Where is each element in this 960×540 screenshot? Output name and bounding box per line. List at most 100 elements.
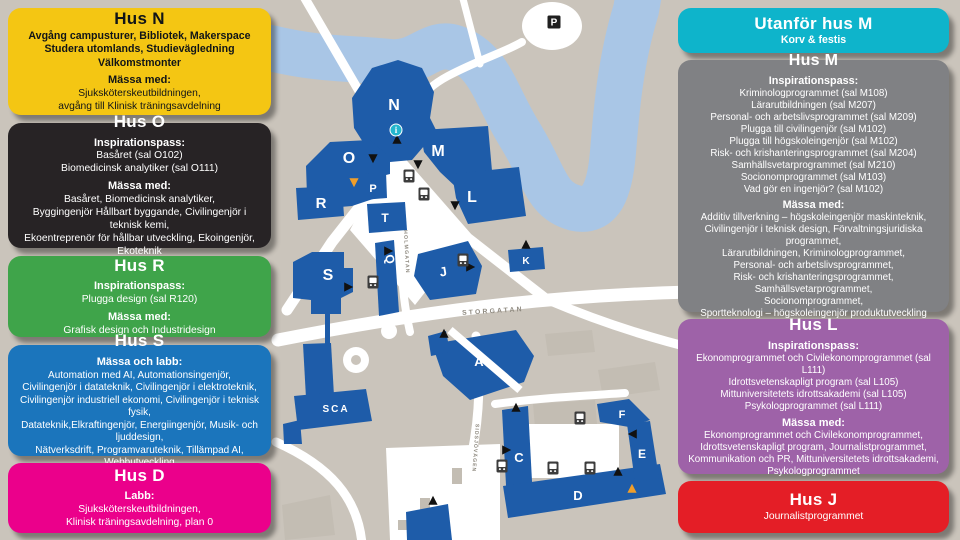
building-sca-1 <box>303 343 334 398</box>
box-section: Inspirationspass:Ekonomprogrammet och Ci… <box>688 336 939 413</box>
section-line: Mittuniversitetets idrottsakademi (sal L… <box>720 389 907 401</box>
street-label-holmgatan: HOLMGATAN <box>402 230 410 274</box>
building-c <box>502 406 533 504</box>
section-line: Sportteknologi – högskoleingenjör produk… <box>700 307 927 319</box>
building-south <box>406 504 452 540</box>
section-line: Ekoentreprenör för hållbar utveckling, E… <box>24 232 255 257</box>
entrance-marker <box>521 239 531 249</box>
entrance-marker <box>392 134 402 144</box>
roundabout <box>381 323 397 339</box>
section-line: Civilingenjör industriell ekonomi, Civil… <box>20 394 259 419</box>
parking-icon: P <box>547 15 561 29</box>
section-heading: Mässa med: <box>108 73 171 86</box>
box-title: Hus R <box>114 255 165 275</box>
section-line: Kommunikation och PR, Mittuniversitetets… <box>688 454 939 466</box>
box-section: Inspirationspass:Basåret (sal O102)Biome… <box>18 133 261 177</box>
entrance-marker <box>368 154 378 164</box>
section-line: Korv & festis <box>780 33 847 46</box>
section-line: Grafisk design och Industridesign <box>63 324 216 336</box>
section-line: Plugga till civilingenjör (sal M102) <box>740 124 887 136</box>
box-title: Hus L <box>789 315 838 335</box>
entrance-marker <box>428 495 438 505</box>
street-label-sidsjövägen: SIDSJÖVÄGEN <box>470 424 480 473</box>
box-section: Mässa med:Grafisk design och Industrides… <box>18 307 261 338</box>
courtyard <box>529 424 619 478</box>
box-section: Inspirationspass:Kriminologprogrammet (s… <box>688 72 939 196</box>
section-heading: Labb: <box>124 490 155 503</box>
info-icon: i <box>389 123 403 137</box>
section-line: Studera utomlands, Studievägledning <box>44 43 235 56</box>
section-line: Risk- och krishanteringsprogrammet, Samh… <box>733 271 894 295</box>
entrance-accent-marker <box>627 483 637 493</box>
section-heading: Mässa med: <box>782 198 845 211</box>
bus-stop-icon <box>367 275 379 289</box>
section-line: Samhällsvetarprogrammet (sal M210) <box>731 159 896 171</box>
box-section: Inspirationspass:Plugga design (sal R120… <box>18 276 261 307</box>
building-label-j: J <box>438 264 448 280</box>
section-line: Idrottsvetenskapligt program (sal L105) <box>728 377 899 389</box>
entrance-marker <box>613 466 623 476</box>
svg-text:i: i <box>395 125 398 135</box>
box-title: Hus M <box>788 52 839 70</box>
section-line: Ekonomprogrammet och Civilekonomprogramm… <box>696 353 931 377</box>
box-section: Mässa med:Sjuksköterskeutbildningen,avgå… <box>18 70 261 114</box>
building-label-f: F <box>619 409 626 421</box>
section-line: Socionomprogrammet (sal M103) <box>740 171 887 183</box>
bus-stop-icon <box>418 187 430 201</box>
entrance-marker <box>627 429 637 439</box>
bus-stop-icon <box>574 411 586 425</box>
section-line: Sjuksköterskeutbildningen, <box>78 504 201 516</box>
building-label-q: Q <box>382 253 398 265</box>
entrance-marker <box>439 328 449 338</box>
section-line: Plugga design (sal R120) <box>81 293 198 305</box>
section-line: Automation med AI, Automationsingenjör, <box>48 369 231 381</box>
section-heading: Inspirationspass: <box>93 136 186 149</box>
bus-stop-icon <box>547 461 559 475</box>
section-line: Nätverksdrift, Programvaruteknik, Tilläm… <box>35 444 244 469</box>
section-line: Plugga till högskoleingenjör (sal M102) <box>729 136 898 148</box>
building-label-t: T <box>381 211 389 225</box>
box-section: Mässa med:Basåret, Biomedicinsk analytik… <box>18 176 261 259</box>
entrance-marker <box>384 246 394 256</box>
section-line: Kriminologprogrammet (sal M108) <box>739 88 888 100</box>
section-line: Personal- och arbetslivsprogrammet, <box>733 259 894 271</box>
box-section: Korv & festis <box>688 34 939 47</box>
building-label-s: S <box>323 267 334 284</box>
entrance-marker <box>413 160 423 170</box>
section-line: Socionomprogrammet, <box>763 295 864 307</box>
building-sca-3 <box>283 420 302 444</box>
section-line: Ekonomprogrammet och Civilekonomprogramm… <box>704 430 923 442</box>
building-sca-2 <box>294 389 372 430</box>
legend-box-hus-m: Hus M Inspirationspass:Kriminologprogramm… <box>678 52 949 319</box>
bus-stop-icon <box>496 459 508 473</box>
section-heading: Inspirationspass: <box>93 280 186 293</box>
building-p <box>362 172 387 200</box>
box-title: Hus D <box>114 465 165 485</box>
building-label-d: D <box>573 488 582 503</box>
entrance-marker <box>502 445 512 455</box>
path-through-a <box>447 326 523 394</box>
section-line: Personal- och arbetslivsprogrammet (sal … <box>710 112 917 124</box>
section-line: Additiv tillverkning – högskoleingenjör … <box>700 212 927 224</box>
section-line: Lärarutbildningen (sal M207) <box>751 100 876 112</box>
section-line: Byggingenjör Hållbart byggande, Civiling… <box>32 207 247 232</box>
building-f <box>597 399 650 427</box>
building-label-n: N <box>388 97 400 114</box>
parked-cars <box>398 468 462 530</box>
box-title: Hus N <box>114 9 165 29</box>
section-line: Sjuksköterskeutbildningen, <box>78 87 201 99</box>
building-label-e: E <box>638 447 646 461</box>
street-label-storgatan: STORGATAN <box>462 306 524 317</box>
section-line: Datateknik,Elkraftingenjör, Energiingenj… <box>21 419 258 444</box>
building-k <box>508 247 545 272</box>
section-line: Risk- och krishanteringsprogrammet (sal … <box>710 147 917 159</box>
box-section: Mässa med:Ekonomprogrammet och Civilekon… <box>688 413 939 478</box>
entrance-marker <box>511 402 521 412</box>
